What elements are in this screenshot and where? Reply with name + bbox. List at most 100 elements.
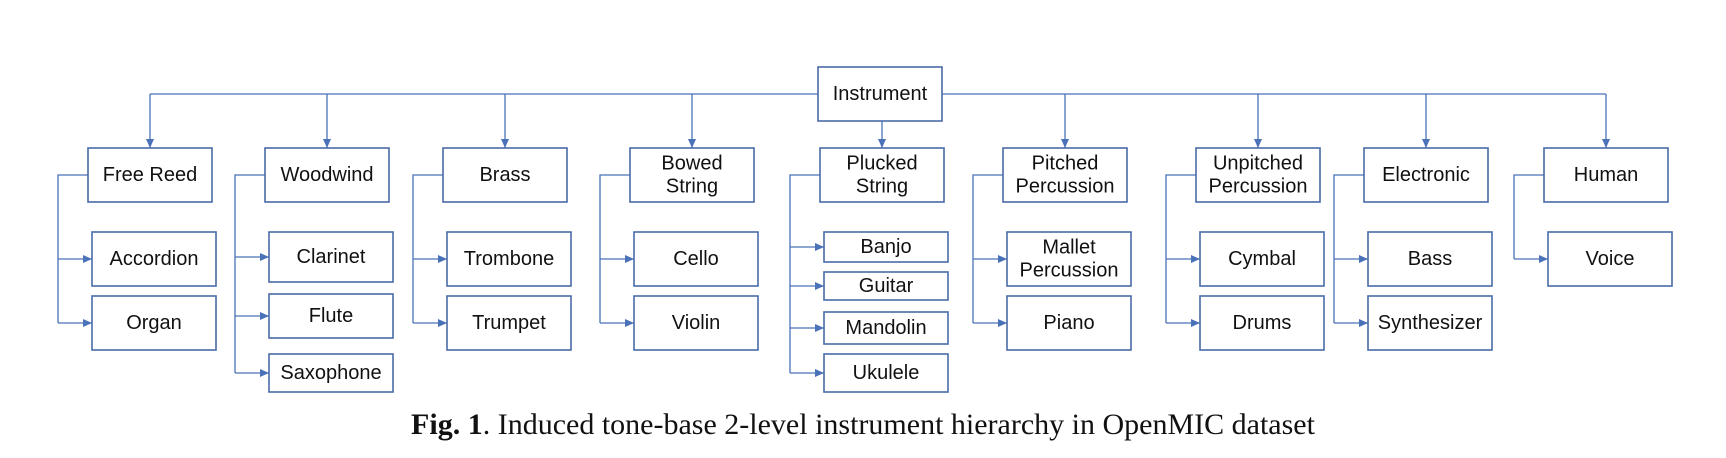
leaf-violin: Violin <box>633 295 759 351</box>
leaf-piano: Piano <box>1006 295 1132 351</box>
leaf-cymbal: Cymbal <box>1199 231 1325 287</box>
category-plucked-string-trunk <box>789 174 820 373</box>
leaf-trumpet: Trumpet <box>446 295 572 351</box>
leaf-trombone-box <box>446 231 572 287</box>
leaf-voice-box <box>1547 231 1673 287</box>
leaf-bass: Bass <box>1367 231 1493 287</box>
category-brass-label: Brass <box>479 164 530 186</box>
leaf-trombone: Trombone <box>446 231 572 287</box>
category-human-trunk <box>1513 174 1544 259</box>
leaf-cymbal-label: Cymbal <box>1228 248 1296 270</box>
category-bowed-string-label: String <box>666 176 718 198</box>
category-pitched-percussion-trunk <box>972 174 1003 323</box>
category-plucked-string-label: String <box>856 176 908 198</box>
leaf-flute: Flute <box>268 293 394 339</box>
leaf-clarinet-label: Clarinet <box>297 246 366 268</box>
leaf-ukulele-box <box>823 353 949 393</box>
category-brass-trunk <box>412 174 443 323</box>
leaf-mandolin-box <box>823 311 949 345</box>
leaf-bass-box <box>1367 231 1493 287</box>
figure-caption: Fig. 1. Induced tone-base 2-level instru… <box>0 408 1726 442</box>
leaf-flute-label: Flute <box>309 305 353 327</box>
category-woodwind-box <box>264 147 390 203</box>
leaf-cello-label: Cello <box>673 248 719 270</box>
leaf-trombone-label: Trombone <box>464 248 554 270</box>
category-human-box <box>1543 147 1669 203</box>
leaf-guitar-label: Guitar <box>859 275 914 297</box>
root-node-instrument-label: Instrument <box>833 83 928 105</box>
category-human-label: Human <box>1574 164 1638 186</box>
leaf-piano-label: Piano <box>1043 312 1094 334</box>
leaf-clarinet-box <box>268 231 394 283</box>
leaf-synthesizer-box <box>1367 295 1493 351</box>
leaf-saxophone: Saxophone <box>268 353 394 393</box>
category-electronic: Electronic <box>1363 147 1489 203</box>
leaf-guitar: Guitar <box>823 271 949 301</box>
leaf-ukulele-label: Ukulele <box>853 362 920 384</box>
leaf-mallet-percussion-box <box>1006 231 1132 287</box>
category-unpitched-percussion-trunk <box>1165 174 1196 323</box>
leaf-mandolin: Mandolin <box>823 311 949 345</box>
category-free-reed-trunk <box>57 174 88 323</box>
leaf-accordion-box <box>91 231 217 287</box>
category-brass-box <box>442 147 568 203</box>
category-free-reed: Free Reed <box>87 147 213 203</box>
leaf-synthesizer: Synthesizer <box>1367 295 1493 351</box>
leaf-trumpet-box <box>446 295 572 351</box>
category-bowed-string-box <box>629 147 755 203</box>
leaf-mandolin-label: Mandolin <box>845 317 926 339</box>
category-pitched-percussion-label: Percussion <box>1016 176 1115 198</box>
root-node-instrument-box <box>817 66 943 122</box>
leaf-bass-label: Bass <box>1408 248 1452 270</box>
category-plucked-string-box <box>819 147 945 203</box>
category-woodwind-label: Woodwind <box>280 164 373 186</box>
category-woodwind-trunk <box>234 174 265 373</box>
leaf-accordion: Accordion <box>91 231 217 287</box>
leaf-accordion-label: Accordion <box>110 248 199 270</box>
leaf-ukulele: Ukulele <box>823 353 949 393</box>
leaf-piano-box <box>1006 295 1132 351</box>
leaf-banjo: Banjo <box>823 231 949 263</box>
leaf-violin-box <box>633 295 759 351</box>
leaf-drums-box <box>1199 295 1325 351</box>
leaf-voice-label: Voice <box>1586 248 1635 270</box>
category-woodwind: Woodwind <box>264 147 390 203</box>
leaf-drums: Drums <box>1199 295 1325 351</box>
leaf-drums-label: Drums <box>1233 312 1292 334</box>
category-unpitched-percussion-label: Percussion <box>1209 176 1308 198</box>
leaf-cello: Cello <box>633 231 759 287</box>
category-brass: Brass <box>442 147 568 203</box>
leaf-synthesizer-label: Synthesizer <box>1378 312 1483 334</box>
leaf-organ: Organ <box>91 295 217 351</box>
leaf-cello-box <box>633 231 759 287</box>
category-unpitched-percussion-box <box>1195 147 1321 203</box>
category-electronic-box <box>1363 147 1489 203</box>
leaf-mallet-percussion-label: Percussion <box>1020 260 1119 282</box>
category-free-reed-box <box>87 147 213 203</box>
root-node-instrument: Instrument <box>817 66 943 122</box>
category-electronic-trunk <box>1333 174 1364 323</box>
leaf-cymbal-box <box>1199 231 1325 287</box>
leaf-clarinet: Clarinet <box>268 231 394 283</box>
category-free-reed-label: Free Reed <box>103 164 198 186</box>
leaf-guitar-box <box>823 271 949 301</box>
leaf-flute-box <box>268 293 394 339</box>
leaf-violin-label: Violin <box>672 312 721 334</box>
leaf-mallet-percussion-label: Mallet <box>1042 237 1096 259</box>
leaf-saxophone-label: Saxophone <box>280 362 381 384</box>
caption-text: . Induced tone-base 2-level instrument h… <box>482 408 1315 441</box>
category-electronic-label: Electronic <box>1382 164 1470 186</box>
category-pitched-percussion-box <box>1002 147 1128 203</box>
figure-number: Fig. 1 <box>411 408 483 441</box>
category-plucked-string-label: Plucked <box>846 153 917 175</box>
category-bowed-string-trunk <box>599 174 630 323</box>
category-pitched-percussion-label: Pitched <box>1032 153 1099 175</box>
leaf-trumpet-label: Trumpet <box>472 312 546 334</box>
leaf-banjo-box <box>823 231 949 263</box>
